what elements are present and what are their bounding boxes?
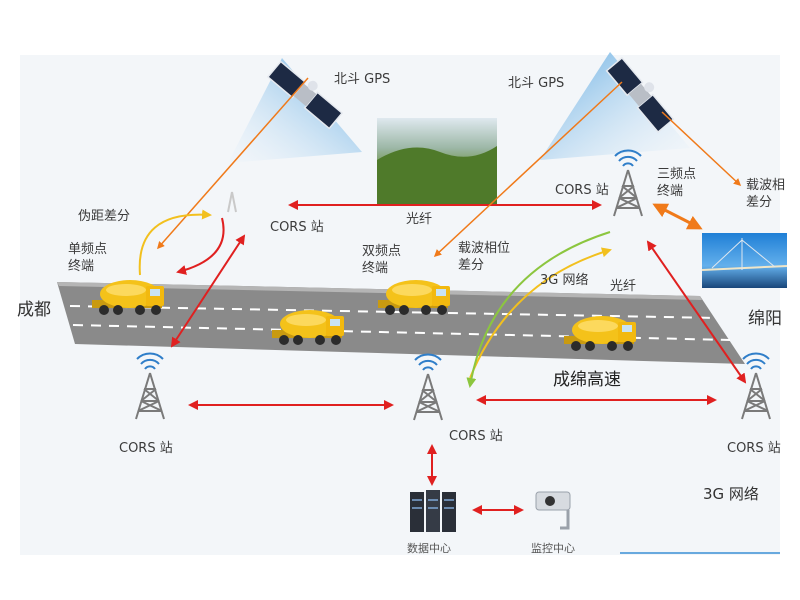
right-satellite: [605, 56, 675, 134]
3g-link-green: [466, 231, 611, 388]
carrier-phase-label-2: 差分: [458, 258, 485, 273]
cors-tower-center: [413, 353, 443, 421]
right-tower-link: [646, 240, 747, 384]
fiber-label-top: 光纤: [406, 212, 433, 227]
bridge-photo: [701, 233, 788, 288]
cors-label-top: CORS 站: [555, 183, 609, 198]
city-end-label: 绵阳: [748, 309, 782, 329]
dual-freq-label-2: 终端: [362, 261, 389, 276]
monitor-camera: [535, 491, 571, 530]
single-freq-label-2: 终端: [68, 259, 95, 274]
triple-freq-label-2: 终端: [657, 184, 684, 199]
cors-tower-left: [135, 352, 165, 420]
3g-label-bottom: 3G 网络: [703, 485, 759, 503]
single-freq-label-1: 单频点: [68, 242, 108, 257]
cors-label-center: CORS 站: [449, 429, 503, 444]
right-satellite-label: 北斗 GPS: [508, 76, 565, 91]
left-gps-signal: [157, 77, 309, 250]
cors-label-left-top: CORS 站: [270, 220, 324, 235]
data-center-label: 数据中心: [407, 542, 451, 555]
carrier-phase-right-label-1: 载波相: [746, 178, 786, 193]
pseudorange-link: [138, 209, 212, 276]
cors-tower-right: [741, 352, 771, 420]
data-center-server: [410, 490, 456, 532]
carrier-phase-right-label-2: 差分: [746, 195, 773, 210]
left-antenna: [227, 191, 237, 213]
fiber-label-right: 光纤: [610, 279, 637, 294]
left-satellite-beam: [228, 58, 362, 163]
cors-tower-top: [613, 149, 643, 217]
mountain-photo: [377, 118, 497, 204]
cors-label-left: CORS 站: [119, 441, 173, 456]
pseudorange-label: 伪距差分: [78, 209, 131, 224]
carrier-phase-label-1: 载波相位: [458, 241, 511, 256]
monitor-center-label: 监控中心: [531, 542, 575, 555]
3g-label-mid: 3G 网络: [540, 273, 589, 288]
cors-label-right: CORS 站: [727, 441, 781, 456]
3g-link-yellow: [469, 247, 612, 379]
right-gps-signal: [433, 81, 623, 258]
carrier-phase-link-right: [652, 203, 703, 230]
single-freq-link: [170, 234, 246, 348]
highway-label: 成绵高速: [553, 370, 621, 390]
city-start-label: 成都: [17, 300, 51, 320]
left-satellite: [266, 60, 344, 130]
right-satellite-beam: [540, 52, 690, 160]
left-satellite-label: 北斗 GPS: [334, 72, 391, 87]
triple-freq-label-1: 三频点: [657, 167, 697, 182]
dual-freq-label-1: 双频点: [362, 244, 402, 259]
